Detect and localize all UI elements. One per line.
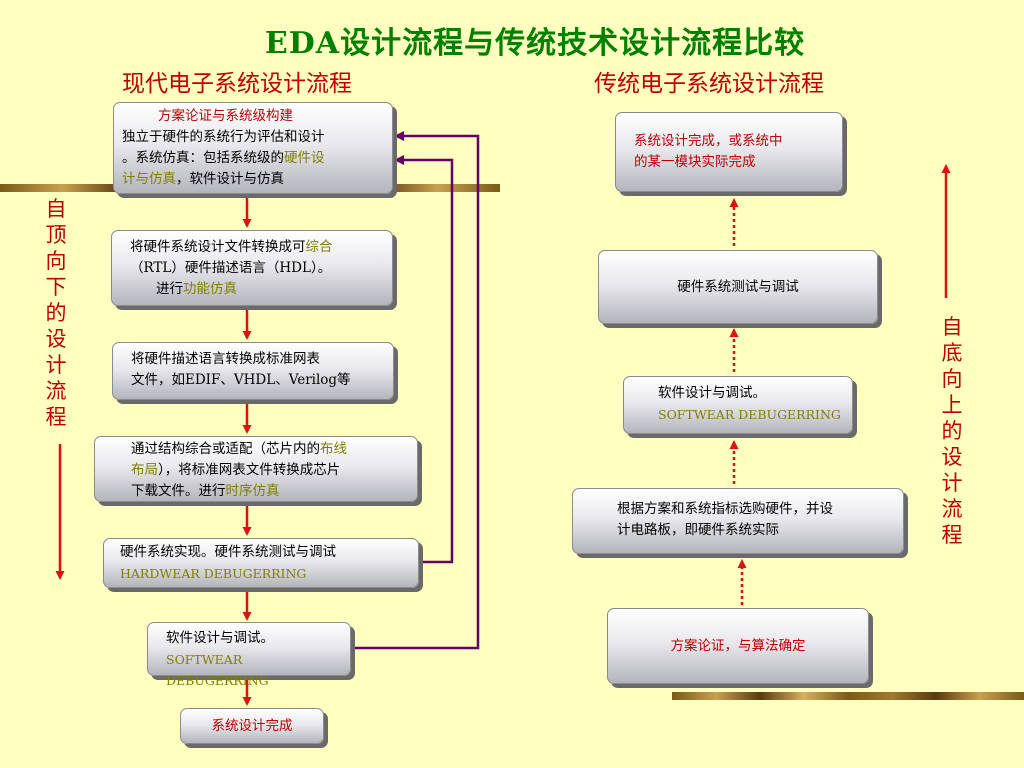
b4-line3b: 时序仿真 xyxy=(225,483,280,499)
label-bottom-up: 自底向上的设计流程 xyxy=(941,315,963,547)
b5-line1: 硬件系统实现。硬件系统测试与调试 xyxy=(120,544,336,560)
feedback-from-b6 xyxy=(354,131,480,650)
box-r-design-complete: 系统设计完成，或系统中 的某一模块实际完成 xyxy=(615,112,843,192)
box-rtl-hdl: 将硬件系统设计文件转换成可综合 （RTL）硬件描述语言（HDL）。 进行功能仿真 xyxy=(111,230,393,306)
box-r-software-test: 软件设计与调试。 SOFTWEAR DEBUGERRING xyxy=(623,376,853,434)
feedback-from-b5 xyxy=(394,155,454,564)
b4-line3a: 下载文件。进行 xyxy=(131,483,226,499)
b3-line2: 文件，如EDIF、VHDL、Verilog等 xyxy=(131,372,351,388)
r3-line1: 软件设计与调试。 xyxy=(658,385,766,401)
b4-line2b: ），将标准网表文件转换成芯片 xyxy=(158,462,341,478)
right-heading: 传统电子系统设计流程 xyxy=(594,71,824,97)
b6-line2: SOFTWEAR DEBUGERRING xyxy=(166,652,269,688)
box-r-algorithm: 方案论证，与算法确定 xyxy=(607,608,869,684)
b1-line3b: ，软件设计与仿真 xyxy=(176,171,284,187)
box-r-hardware-test: 硬件系统测试与调试 xyxy=(598,250,878,324)
box-hardware-test: 硬件系统实现。硬件系统测试与调试 HARDWEAR DEBUGERRING xyxy=(103,538,419,588)
box-r-select-hardware: 根据方案和系统指标选购硬件，并设 计电路板，即硬件系统实际 xyxy=(572,488,904,554)
b2-line1b: 综合 xyxy=(305,239,333,255)
r1-line1: 系统设计完成，或系统中 xyxy=(634,133,783,149)
label-top-down: 自顶向下的设计流程 xyxy=(45,197,67,429)
b2-line3b: 功能仿真 xyxy=(183,281,237,297)
b4-line1b: 布线 xyxy=(320,441,347,457)
b1-line3a: 计与仿真 xyxy=(122,171,176,187)
r1-line2: 的某一模块实际完成 xyxy=(634,154,756,170)
b3-line1: 将硬件描述语言转换成标准网表 xyxy=(131,351,320,367)
left-heading: 现代电子系统设计流程 xyxy=(122,71,352,97)
decor-band-right xyxy=(672,692,1024,700)
page-title: EDA设计流程与传统技术设计流程比较 xyxy=(264,26,806,61)
box-system-level-design: 方案论证与系统级构建 独立于硬件的系统行为评估和设计 。系统仿真：包括系统级的硬… xyxy=(113,102,393,194)
b1-line2b: 硬件设 xyxy=(284,150,325,166)
r4-line2: 计电路板，即硬件系统实际 xyxy=(617,522,779,538)
box-netlist: 将硬件描述语言转换成标准网表 文件，如EDIF、VHDL、Verilog等 xyxy=(112,342,394,400)
b2-line3a: 进行 xyxy=(156,281,183,297)
b4-line1a: 通过结构综合或适配（芯片内的 xyxy=(131,441,320,457)
b1-title: 方案论证与系统级构建 xyxy=(158,108,293,124)
box-software-test: 软件设计与调试。 SOFTWEAR DEBUGERRING xyxy=(147,622,351,688)
b1-line1: 独立于硬件的系统行为评估和设计 xyxy=(122,129,325,145)
r2-line1: 硬件系统测试与调试 xyxy=(677,278,799,295)
box-design-complete: 系统设计完成 xyxy=(180,708,324,744)
b2-line2: （RTL）硬件描述语言（HDL）。 xyxy=(130,260,332,276)
b1-line2a: 。系统仿真：包括系统级的 xyxy=(122,150,284,166)
r5-line1: 方案论证，与算法确定 xyxy=(670,637,806,654)
r4-line1: 根据方案和系统指标选购硬件，并设 xyxy=(617,501,833,517)
b7-line1: 系统设计完成 xyxy=(211,717,293,734)
b6-line1: 软件设计与调试。 xyxy=(166,630,274,646)
b4-line2a: 布局 xyxy=(131,462,158,478)
r3-line2: SOFTWEAR DEBUGERRING xyxy=(658,407,841,422)
b2-line1a: 将硬件系统设计文件转换成可 xyxy=(130,239,306,255)
b5-line2: HARDWEAR DEBUGERRING xyxy=(120,566,307,581)
box-place-route: 通过结构综合或适配（芯片内的布线 布局），将标准网表文件转换成芯片 下载文件。进… xyxy=(94,436,418,502)
